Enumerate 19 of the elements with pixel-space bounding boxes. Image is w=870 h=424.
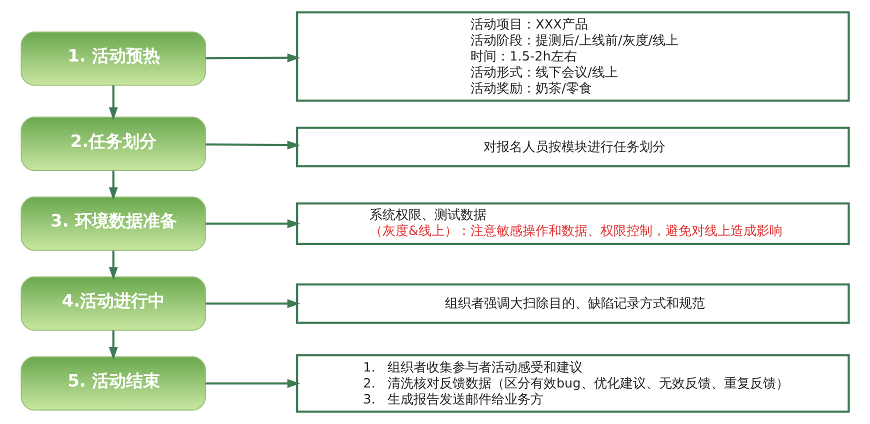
arrow bbox=[108, 170, 118, 200]
node-box: 5. 活动结束 bbox=[20, 356, 206, 411]
node-box: 对报名人员按模块进行任务划分 bbox=[296, 126, 850, 168]
node-box: 4.活动进行中 bbox=[20, 276, 206, 331]
arrow bbox=[206, 299, 300, 308]
arrow bbox=[206, 140, 300, 150]
node-box: 1. 组织者收集参与者活动感受和建议 2. 清洗核对反馈数据（区分有效bug、优化建议、无效反馈、重复反馈） 3. 生成报告发送邮件给业务方 bbox=[296, 354, 850, 413]
node-box: 1. 活动预热 bbox=[20, 31, 206, 86]
node-box: 组织者强调大扫除目的、缺陷记录方式和规范 bbox=[296, 283, 850, 324]
arrow bbox=[108, 86, 118, 120]
node-box: 系统权限、测试数据 （灰度&线上）：注意敏感操作和数据、权限控制，避免对线上造成影响 bbox=[296, 202, 850, 246]
arrow bbox=[206, 219, 300, 228]
arrow bbox=[206, 378, 300, 388]
node-box: 2.任务划分 bbox=[20, 116, 206, 171]
arrow bbox=[108, 250, 118, 280]
node-box: 活动项目：XXX产品 活动阶段：提测后/上线前/灰度/线上 时间：1.5-2h左右 活动形式：线下会议/线上 活动奖励：奶茶/零食 bbox=[296, 11, 850, 102]
arrow bbox=[206, 53, 300, 62]
node-box: 3. 环境数据准备 bbox=[20, 196, 206, 251]
arrow bbox=[108, 330, 118, 360]
